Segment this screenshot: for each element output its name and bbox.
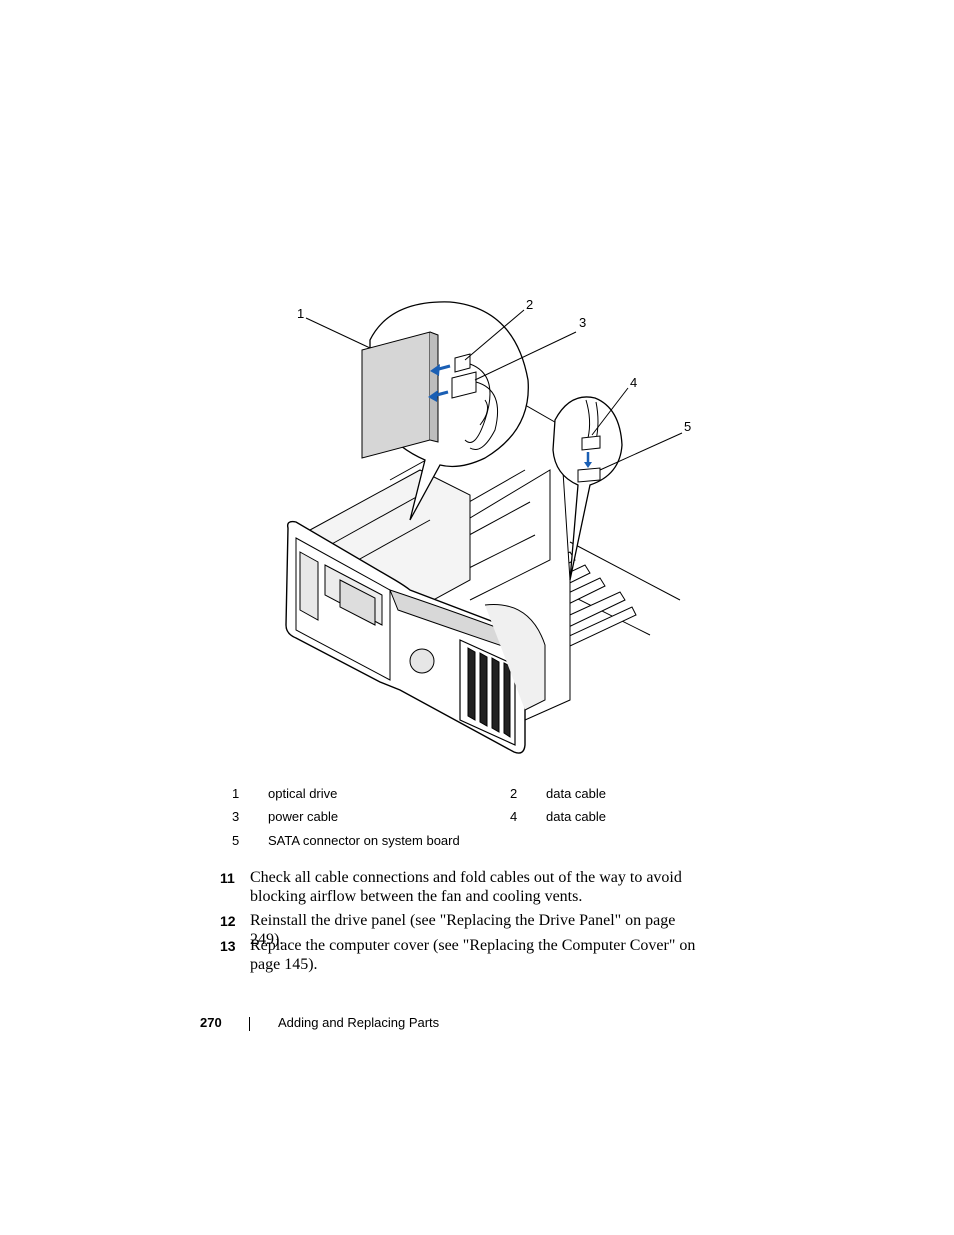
legend-row: 1 optical drive 2 data cable xyxy=(222,782,702,804)
callout-1: 1 xyxy=(297,306,304,321)
legend-number: 1 xyxy=(232,786,240,801)
footer-separator xyxy=(249,1017,250,1031)
legend-label: data cable xyxy=(546,809,606,824)
legend-number: 3 xyxy=(232,809,240,824)
step-text: Replace the computer cover (see "Replaci… xyxy=(250,937,696,973)
step-number: 11 xyxy=(220,870,235,886)
computer-tower-drawing: 1 2 3 4 5 xyxy=(285,297,691,754)
computer-illustration: 1 2 3 4 5 xyxy=(270,280,700,780)
legend-label: SATA connector on system board xyxy=(268,833,460,848)
page-number: 270 xyxy=(200,1015,222,1030)
legend-number: 2 xyxy=(510,786,518,801)
step-text: Reinstall the drive panel (see "Replacin… xyxy=(250,912,676,948)
section-title: Adding and Replacing Parts xyxy=(278,1015,440,1030)
legend-label: optical drive xyxy=(268,786,338,801)
callout-2: 2 xyxy=(526,297,533,312)
callout-3: 3 xyxy=(579,315,586,330)
legend-label: data cable xyxy=(546,786,606,801)
legend-row: 5 SATA connector on system board xyxy=(222,829,702,851)
legend-number: 4 xyxy=(510,809,518,824)
legend-number: 5 xyxy=(232,833,240,848)
step-number: 12 xyxy=(220,913,236,929)
step-number: 13 xyxy=(220,938,236,954)
step-text: Check all cable connections and fold cab… xyxy=(250,869,682,905)
callout-5: 5 xyxy=(684,419,691,434)
legend-row: 3 power cable 4 data cable xyxy=(222,805,702,827)
callout-4: 4 xyxy=(630,375,637,390)
legend-label: power cable xyxy=(268,809,339,824)
